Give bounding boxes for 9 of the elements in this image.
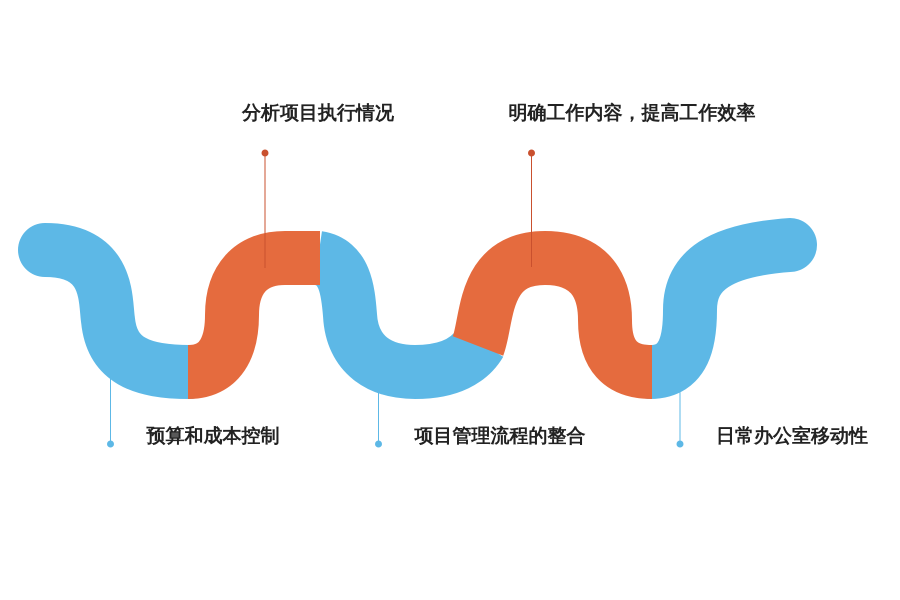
label-text: 项目管理流程的整合 [414, 424, 586, 448]
wave-band [452, 231, 654, 399]
wave-band [186, 231, 320, 399]
label-text: 分析项目执行情况 [242, 101, 394, 125]
label-text: 明确工作内容，提高工作效率 [508, 101, 756, 125]
leader-line [262, 150, 268, 268]
leader-line [528, 150, 535, 268]
label-text: 预算和成本控制 [146, 424, 280, 448]
label-text: 日常办公室移动性 [716, 424, 868, 448]
